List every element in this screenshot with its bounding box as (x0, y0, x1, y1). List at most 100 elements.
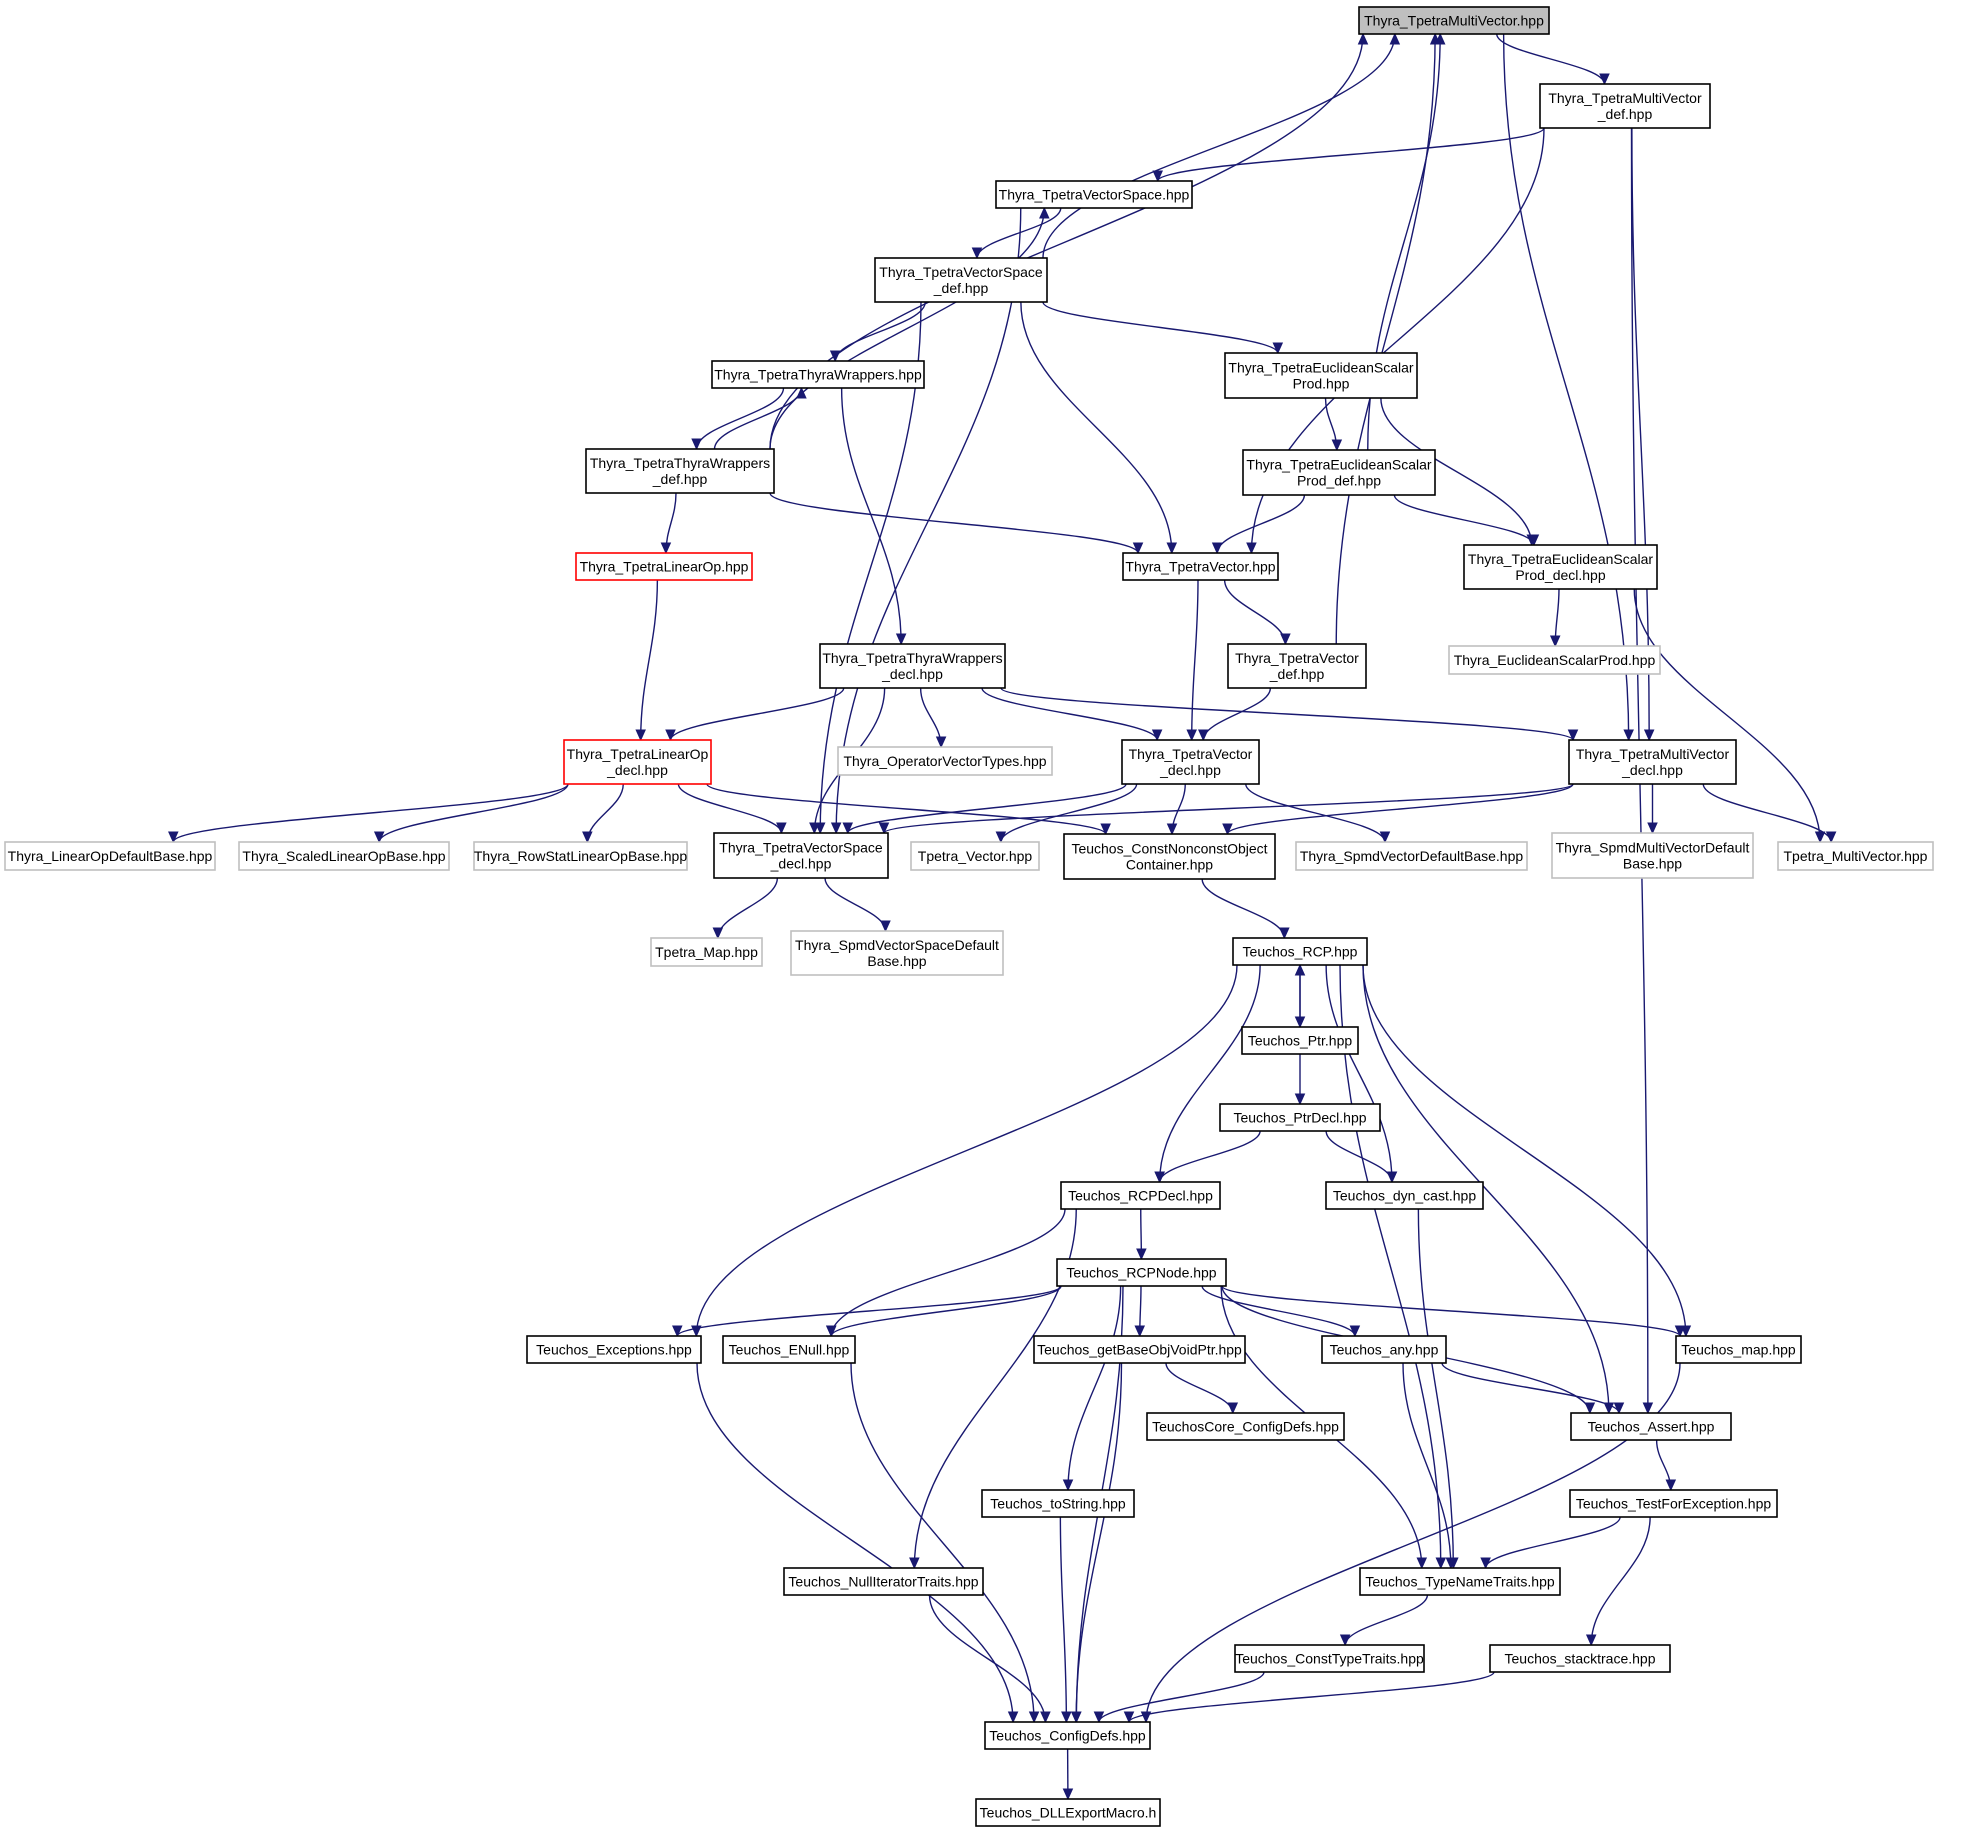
node-corecfg[interactable]: TeuchosCore_ConfigDefs.hpp (1146, 1412, 1345, 1441)
node-box (874, 257, 1048, 303)
node-dll[interactable]: Teuchos_DLLExportMacro.h (975, 1798, 1161, 1827)
edge-rcpnode-to-any (1201, 1285, 1361, 1338)
node-label: Container.hpp (1126, 857, 1213, 873)
edge-arrowhead (1386, 1171, 1398, 1184)
edge-line (1201, 878, 1286, 939)
edge-line (706, 783, 1107, 835)
node-rcpdecl[interactable]: Teuchos_RCPDecl.hpp (1060, 1181, 1221, 1210)
node-label: Thyra_TpetraVectorSpace (719, 840, 883, 856)
edge-rcpnode-to-enull (826, 1285, 1062, 1338)
edge-arrowhead (712, 927, 724, 940)
edge-tlodecl-to-lodb (168, 783, 569, 844)
node-nit[interactable]: Teuchos_NullIteratorTraits.hpp (783, 1567, 984, 1596)
node-gbovp[interactable]: Teuchos_getBaseObjVoidPtr.hpp (1033, 1335, 1246, 1364)
edge-line (928, 1594, 1047, 1723)
node-tvdef[interactable]: Thyra_TpetraVector_def.hpp (1227, 643, 1367, 689)
node-assert[interactable]: Teuchos_Assert.hpp (1570, 1412, 1732, 1441)
node-tv[interactable]: Thyra_TpetraVector.hpp (1122, 552, 1279, 581)
node-st[interactable]: Teuchos_stacktrace.hpp (1489, 1644, 1671, 1673)
node-tmvdef[interactable]: Thyra_TpetraMultiVector_def.hpp (1539, 83, 1711, 129)
node-tpmap: Tpetra_Map.hpp (650, 937, 763, 967)
node-label: Teuchos_RCP.hpp (1243, 944, 1358, 960)
node-label: _decl.hpp (770, 856, 832, 872)
edge-arrowhead (1070, 1711, 1082, 1724)
node-dyncast[interactable]: Teuchos_dyn_cast.hpp (1325, 1181, 1484, 1210)
edge-rcpdecl-to-rcpnode (1136, 1208, 1147, 1261)
node-label: Teuchos_stacktrace.hpp (1505, 1651, 1656, 1667)
node-any[interactable]: Teuchos_any.hpp (1321, 1335, 1447, 1364)
edge-arrowhead (582, 831, 593, 844)
edge-arrowhead (1061, 1711, 1072, 1724)
edge-arrowhead (1134, 1325, 1146, 1338)
edge-line (1202, 687, 1272, 741)
edge-rcpdecl-to-enull (825, 1208, 1066, 1338)
node-label: Prod_decl.hpp (1515, 567, 1606, 583)
node-tvsdecl[interactable]: Thyra_TpetraVectorSpace_decl.hpp (713, 832, 889, 879)
edge-line (172, 783, 569, 843)
node-tlodecl[interactable]: Thyra_TpetraLinearOp_decl.hpp (563, 739, 712, 785)
edge-arrowhead (665, 729, 676, 742)
node-ptrdecl[interactable]: Teuchos_PtrDecl.hpp (1219, 1103, 1381, 1132)
edge-arrowhead (168, 831, 179, 844)
edge-arrowhead (1151, 729, 1163, 742)
node-box (722, 1335, 856, 1364)
node-tostr[interactable]: Teuchos_toString.hpp (981, 1489, 1135, 1518)
node-ttwdecl[interactable]: Thyra_TpetraThyraWrappers_decl.hpp (819, 643, 1006, 689)
node-label: Base.hpp (867, 953, 926, 969)
edge-tmv-to-tmvdef (1496, 33, 1610, 86)
node-ptr[interactable]: Teuchos_Ptr.hpp (1241, 1026, 1359, 1055)
node-ttw[interactable]: Thyra_TpetraThyraWrappers.hpp (711, 360, 925, 389)
edge-any-to-assert (1441, 1362, 1625, 1415)
edge-arrowhead (672, 1325, 683, 1338)
node-rcpnode[interactable]: Teuchos_RCPNode.hpp (1056, 1258, 1227, 1287)
edge-arrowhead (796, 386, 807, 399)
node-box (819, 643, 1006, 689)
edge-tvdecl-to-svdb (1245, 783, 1391, 844)
node-map[interactable]: Teuchos_map.hpp (1675, 1335, 1802, 1364)
node-tvdecl[interactable]: Thyra_TpetraVector_decl.hpp (1121, 739, 1260, 785)
edge-arrowhead (660, 542, 672, 555)
edge-line (1075, 1362, 1123, 1723)
node-tmv[interactable]: Thyra_TpetraMultiVector.hpp (1358, 6, 1550, 35)
node-label: _def.hpp (652, 471, 708, 487)
edge-arrowhead (1294, 963, 1306, 976)
node-ttwdef[interactable]: Thyra_TpetraThyraWrappers_def.hpp (585, 448, 775, 494)
node-label: Teuchos_ConstNonconstObject (1071, 841, 1267, 857)
edge-line (1362, 964, 1610, 1414)
node-tfe[interactable]: Teuchos_TestForException.hpp (1569, 1489, 1778, 1518)
edge-arrowhead (1549, 635, 1561, 648)
node-box (1033, 1335, 1246, 1364)
edge-arrowhead (1599, 73, 1610, 86)
node-tnt[interactable]: Teuchos_TypeNameTraits.hpp (1359, 1567, 1561, 1596)
edge-enull-to-cfg (850, 1362, 1040, 1724)
node-label: Teuchos_RCPNode.hpp (1066, 1265, 1216, 1281)
node-label: Teuchos_ENull.hpp (729, 1342, 850, 1358)
edge-arrowhead (691, 438, 702, 451)
node-cfg[interactable]: Teuchos_ConfigDefs.hpp (984, 1721, 1151, 1750)
node-label: Thyra_TpetraMultiVector (1548, 90, 1702, 106)
edge-line (840, 387, 902, 645)
node-box (650, 937, 763, 967)
node-label: Teuchos_dyn_cast.hpp (1333, 1188, 1476, 1204)
node-tmvdecl[interactable]: Thyra_TpetraMultiVector_decl.hpp (1568, 739, 1737, 785)
edge-line (1221, 1285, 1681, 1337)
node-tvsdef[interactable]: Thyra_TpetraVectorSpace_def.hpp (874, 257, 1048, 303)
edge-any-to-tnt (1402, 1362, 1457, 1570)
node-label: _def.hpp (933, 280, 989, 296)
node-ctt[interactable]: Teuchos_ConstTypeTraits.hpp (1234, 1644, 1425, 1673)
edge-arrowhead (1339, 1634, 1351, 1647)
node-enull[interactable]: Teuchos_ENull.hpp (722, 1335, 856, 1364)
edge-tespdef-to-tespdecl (1393, 494, 1540, 547)
edge-line (696, 1362, 1014, 1723)
node-box (585, 448, 775, 494)
node-exc[interactable]: Teuchos_Exceptions.hpp (526, 1335, 702, 1364)
node-rcp[interactable]: Teuchos_RCP.hpp (1232, 937, 1368, 966)
node-tvs[interactable]: Thyra_TpetraVectorSpace.hpp (995, 180, 1193, 209)
node-box (713, 832, 889, 879)
edge-arrowhead (1528, 534, 1540, 547)
node-tlo[interactable]: Thyra_TpetraLinearOp.hpp (575, 552, 753, 581)
